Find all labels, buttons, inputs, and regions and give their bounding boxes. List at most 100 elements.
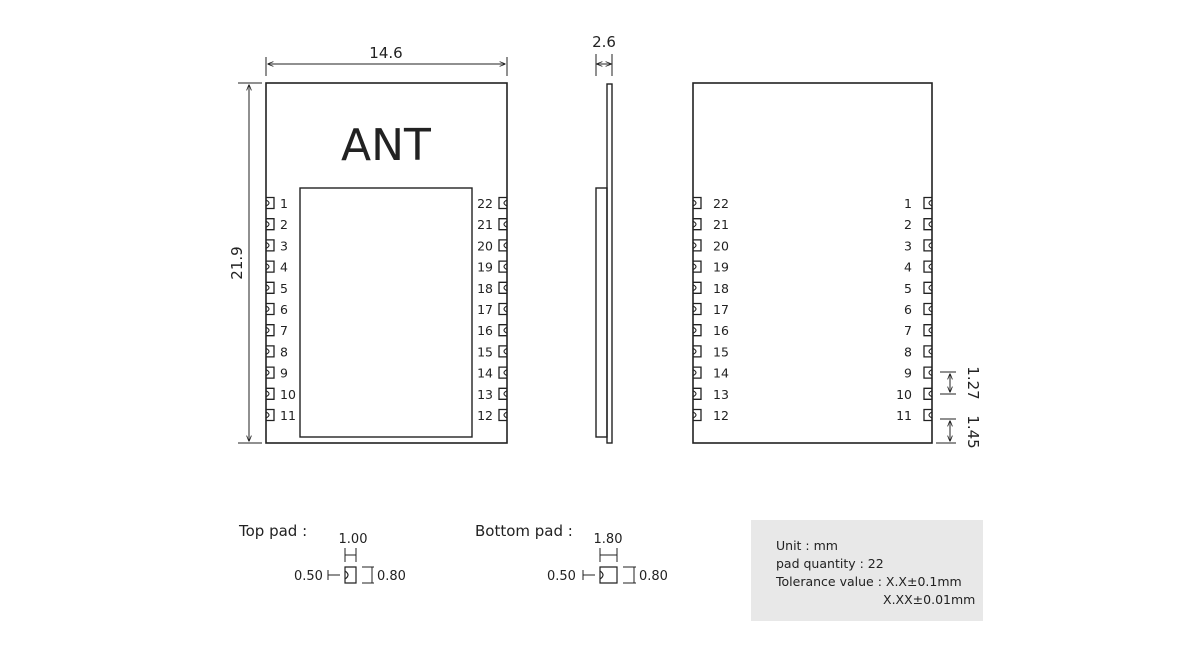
pad-half-hole [692,241,697,249]
pin-number-label: 7 [280,323,288,338]
pin-number-label: 13 [477,387,493,402]
castellated-pad [693,408,702,422]
pad-half-hole [928,326,933,334]
pin-number-label: 14 [713,366,729,381]
bottom-pad-left-label: 0.50 [547,569,576,584]
pin-number-label: 4 [904,260,912,275]
top-pad-detail: Top pad : 1.00 0.50 0.80 [238,522,406,584]
castellated-pad [266,196,275,210]
castellated-pad [923,387,932,400]
pin-number-label: 21 [477,217,493,232]
pin-number-label: 8 [904,344,912,359]
side-shield [595,187,608,438]
pad-half-hole [503,411,508,419]
pad-half-hole [265,199,270,207]
pad-half-hole [503,347,508,355]
castellated-pad [498,345,507,358]
castellated-pad [498,281,507,294]
castellated-pad [498,239,507,252]
castellated-pad [693,196,702,210]
castellated-pad [693,387,702,400]
castellated-pad [923,196,932,210]
pad-half-hole [692,390,697,398]
pad-half-hole [265,347,270,355]
pin-number-label: 2 [904,217,912,232]
castellated-pad [266,260,275,273]
castellated-pad [266,281,275,294]
castellated-pad [923,345,932,358]
thickness-dimension-label: 2.6 [592,33,616,51]
pad-half-hole [265,263,270,271]
pin-number-label: 11 [896,408,912,423]
pad-half-hole [265,390,270,398]
castellated-pad [498,408,507,422]
pin-number-label: 16 [477,323,493,338]
pin-number-label: 16 [713,323,729,338]
castellated-pad [923,408,932,422]
pin-number-label: 17 [477,302,493,317]
castellated-pad [923,218,932,231]
pad-half-hole [928,199,933,207]
castellated-pad [498,302,507,316]
pad-half-hole [692,411,697,419]
pin-number-label: 7 [904,323,912,338]
pad-half-hole [928,347,933,355]
pin-number-label: 4 [280,260,288,275]
castellated-pad [266,366,275,379]
pad-half-hole [692,369,697,377]
castellated-pad [266,345,275,358]
castellated-pad [923,324,932,337]
bottom-pad-right-label: 0.80 [639,569,668,584]
pin-number-label: 12 [713,408,729,423]
antenna-label: ANT [341,120,431,171]
top-pad-symbol [344,566,357,584]
castellated-pad [693,239,702,252]
bottom-pad-width-label: 1.80 [594,532,623,547]
castellated-pad [498,218,507,231]
tolerance-note: Tolerance value : X.X±0.1mm [776,574,962,589]
pin-number-label: 18 [477,281,493,296]
pin-number-label: 18 [713,281,729,296]
pad-half-hole [503,369,508,377]
pad-half-hole [928,263,933,271]
castellated-pad [266,324,275,337]
bottom-pad-symbol [599,566,618,584]
pad-half-hole [503,263,508,271]
pin-number-label: 10 [896,387,912,402]
pin-number-label: 13 [713,387,729,402]
pin-number-label: 6 [280,302,288,317]
castellated-pad [498,366,507,379]
pad-half-hole [503,305,508,313]
castellated-pad [923,302,932,316]
pad-half-hole [503,390,508,398]
pad-half-hole [692,284,697,292]
pad-half-hole [928,390,933,398]
top-pad-left-label: 0.50 [294,569,323,584]
pad-half-hole [503,241,508,249]
castellated-pad [923,239,932,252]
castellated-pad [693,281,702,294]
pad-half-hole [265,305,270,313]
pad-half-hole [928,241,933,249]
pin-number-label: 9 [280,366,288,381]
pad-half-hole [692,305,697,313]
tolerance-note-2: X.XX±0.01mm [883,592,976,607]
pin-number-label: 10 [280,387,296,402]
pad-half-hole [692,263,697,271]
bottom-offset-dimension-label: 1.45 [964,415,982,448]
top-pad-right-label: 0.80 [377,569,406,584]
castellated-pad [693,324,702,337]
notes-panel: Unit : mm pad quantity : 22 Tolerance va… [751,520,983,621]
castellated-pad [266,302,275,316]
side-view: 2.6 [592,33,616,444]
side-pcb [606,83,613,444]
pad-half-hole [265,241,270,249]
pad-half-hole [265,220,270,228]
bottom-pad-title: Bottom pad : [475,522,573,540]
pitch-dimension-label: 1.27 [964,366,982,399]
pad-half-hole [692,326,697,334]
castellated-pad [498,324,507,337]
